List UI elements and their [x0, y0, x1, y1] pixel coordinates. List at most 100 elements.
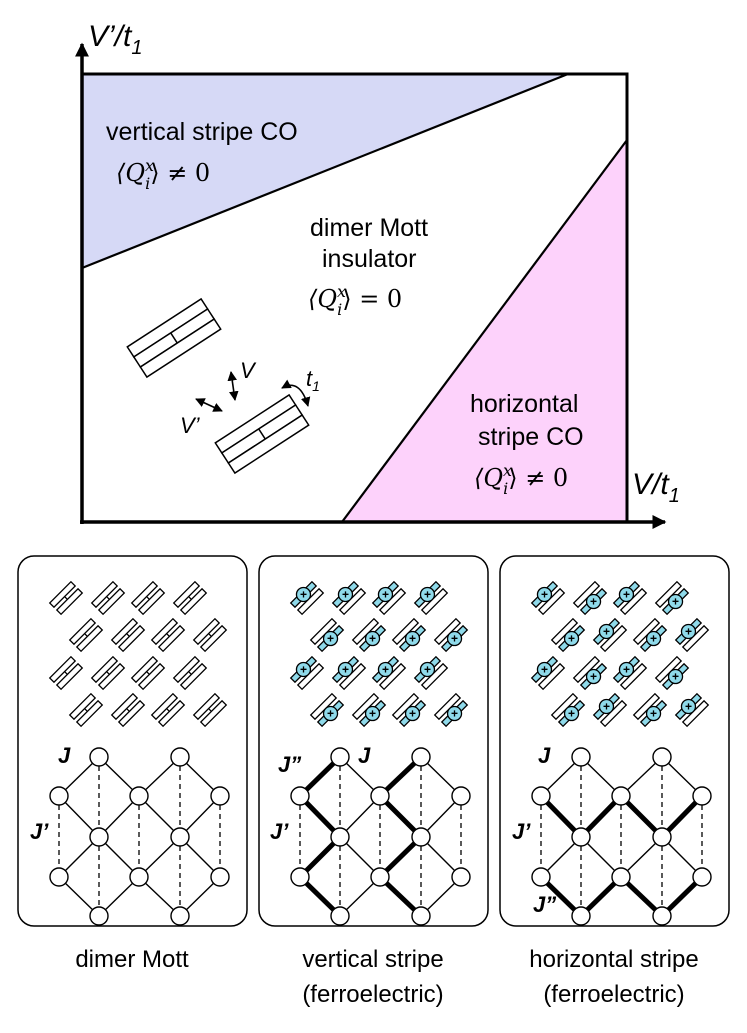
charge-plus: + — [623, 587, 630, 601]
dimer-molecule: + — [433, 692, 469, 728]
charge-plus: + — [541, 662, 548, 676]
charge-plus: + — [672, 670, 679, 684]
dimer-mott-label-line1: dimer Mott — [310, 214, 428, 242]
panel-horizontal-stripe: ++++++++++++++++ J J’ J” horizontal stri… — [499, 555, 730, 1008]
dimer-lattice: ++++++++++++++++ — [530, 580, 710, 728]
dimer-molecule: + — [674, 692, 710, 728]
spin-network — [531, 747, 712, 926]
panel-frame — [17, 555, 248, 927]
spin-site — [330, 827, 350, 847]
dimer-lattice: ++++++++++++++++ — [289, 580, 469, 728]
spin-site — [611, 786, 631, 806]
panel-caption: dimer Mott — [75, 946, 189, 973]
spin-site — [611, 867, 631, 887]
dimer-molecule: + — [391, 692, 427, 728]
horizontal-stripe-label-line1: horizontal — [470, 390, 578, 418]
dimer-lattice — [48, 580, 228, 728]
spin-site — [89, 827, 109, 847]
spin-site — [129, 867, 149, 887]
spin-site — [411, 906, 431, 926]
dimer-molecule: + — [413, 655, 449, 691]
spin-site — [531, 786, 551, 806]
panel-frame — [499, 555, 730, 927]
phase-boundary-upper — [81, 72, 569, 270]
spin-site — [49, 786, 69, 806]
dimer-molecule — [110, 692, 146, 728]
panel-caption-line2: (ferroelectric) — [302, 981, 443, 1008]
spin-network — [290, 747, 471, 926]
dimer-molecule — [150, 692, 186, 728]
spin-site — [370, 867, 390, 887]
spin-site — [531, 867, 551, 887]
dimer-inset-sketch: V V’ t1 — [126, 297, 320, 475]
panel-caption-line1: horizontal stripe — [529, 946, 698, 973]
charge-plus: + — [603, 699, 610, 713]
charge-plus: + — [327, 632, 334, 646]
V-arrow — [227, 371, 239, 401]
spin-site — [692, 786, 712, 806]
dimer-molecule: + — [309, 692, 345, 728]
spin-site — [210, 867, 230, 887]
panel-caption-line2: (ferroelectric) — [543, 981, 684, 1008]
dimer-molecule: + — [654, 580, 690, 616]
dimer-molecule: + — [351, 692, 387, 728]
charge-plus: + — [603, 624, 610, 638]
horizontal-stripe-label-line2: stripe CO — [478, 423, 584, 451]
charge-plus: + — [623, 662, 630, 676]
spin-site — [170, 906, 190, 926]
charge-plus: + — [685, 624, 692, 638]
dimer-molecule — [172, 580, 208, 616]
spin-site — [89, 906, 109, 926]
dimer-molecule: + — [612, 655, 648, 691]
spin-site — [652, 827, 672, 847]
Jprime-label: J’ — [30, 819, 49, 844]
dimer-molecule: + — [391, 617, 427, 653]
charge-plus: + — [590, 595, 597, 609]
dimer-molecule — [90, 655, 126, 691]
spin-site — [451, 786, 471, 806]
spin-site — [411, 827, 431, 847]
dimer-molecule: + — [351, 617, 387, 653]
dimer-molecule: + — [592, 617, 628, 653]
spin-site — [652, 747, 672, 767]
spin-site — [571, 906, 591, 926]
dimer-molecule: + — [331, 655, 367, 691]
charge-plus: + — [342, 662, 349, 676]
dimer-molecule: + — [632, 617, 668, 653]
spin-site — [692, 867, 712, 887]
charge-plus: + — [342, 587, 349, 601]
dimer-mott-label-line2: insulator — [322, 245, 417, 273]
dimer-molecule — [192, 692, 228, 728]
spin-network — [49, 747, 230, 926]
J-label: J — [358, 743, 371, 768]
dimer-molecule — [130, 580, 166, 616]
panel-caption-line1: vertical stripe — [302, 946, 443, 973]
dimer-molecule: + — [331, 580, 367, 616]
dimer-molecule — [130, 655, 166, 691]
dimer-molecule: + — [572, 655, 608, 691]
charge-plus: + — [672, 595, 679, 609]
dimer-molecule: + — [550, 617, 586, 653]
dimer-molecule: + — [371, 580, 407, 616]
x-axis-label: V/t1 — [632, 468, 680, 507]
t1-label: t1 — [306, 366, 320, 394]
V-label: V — [240, 358, 257, 383]
charge-plus: + — [369, 632, 376, 646]
dimer-molecule: + — [592, 692, 628, 728]
spin-site — [411, 747, 431, 767]
lower-dimer — [214, 393, 310, 475]
dimer-molecule — [48, 655, 84, 691]
panel-frame — [258, 555, 489, 927]
charge-plus: + — [590, 670, 597, 684]
spin-site — [451, 867, 471, 887]
charge-plus: + — [541, 587, 548, 601]
dimer-molecule — [150, 617, 186, 653]
charge-plus: + — [650, 707, 657, 721]
dimer-molecule: + — [612, 580, 648, 616]
spin-site — [571, 827, 591, 847]
phase-boundary-lower — [341, 139, 628, 523]
charge-plus: + — [369, 707, 376, 721]
